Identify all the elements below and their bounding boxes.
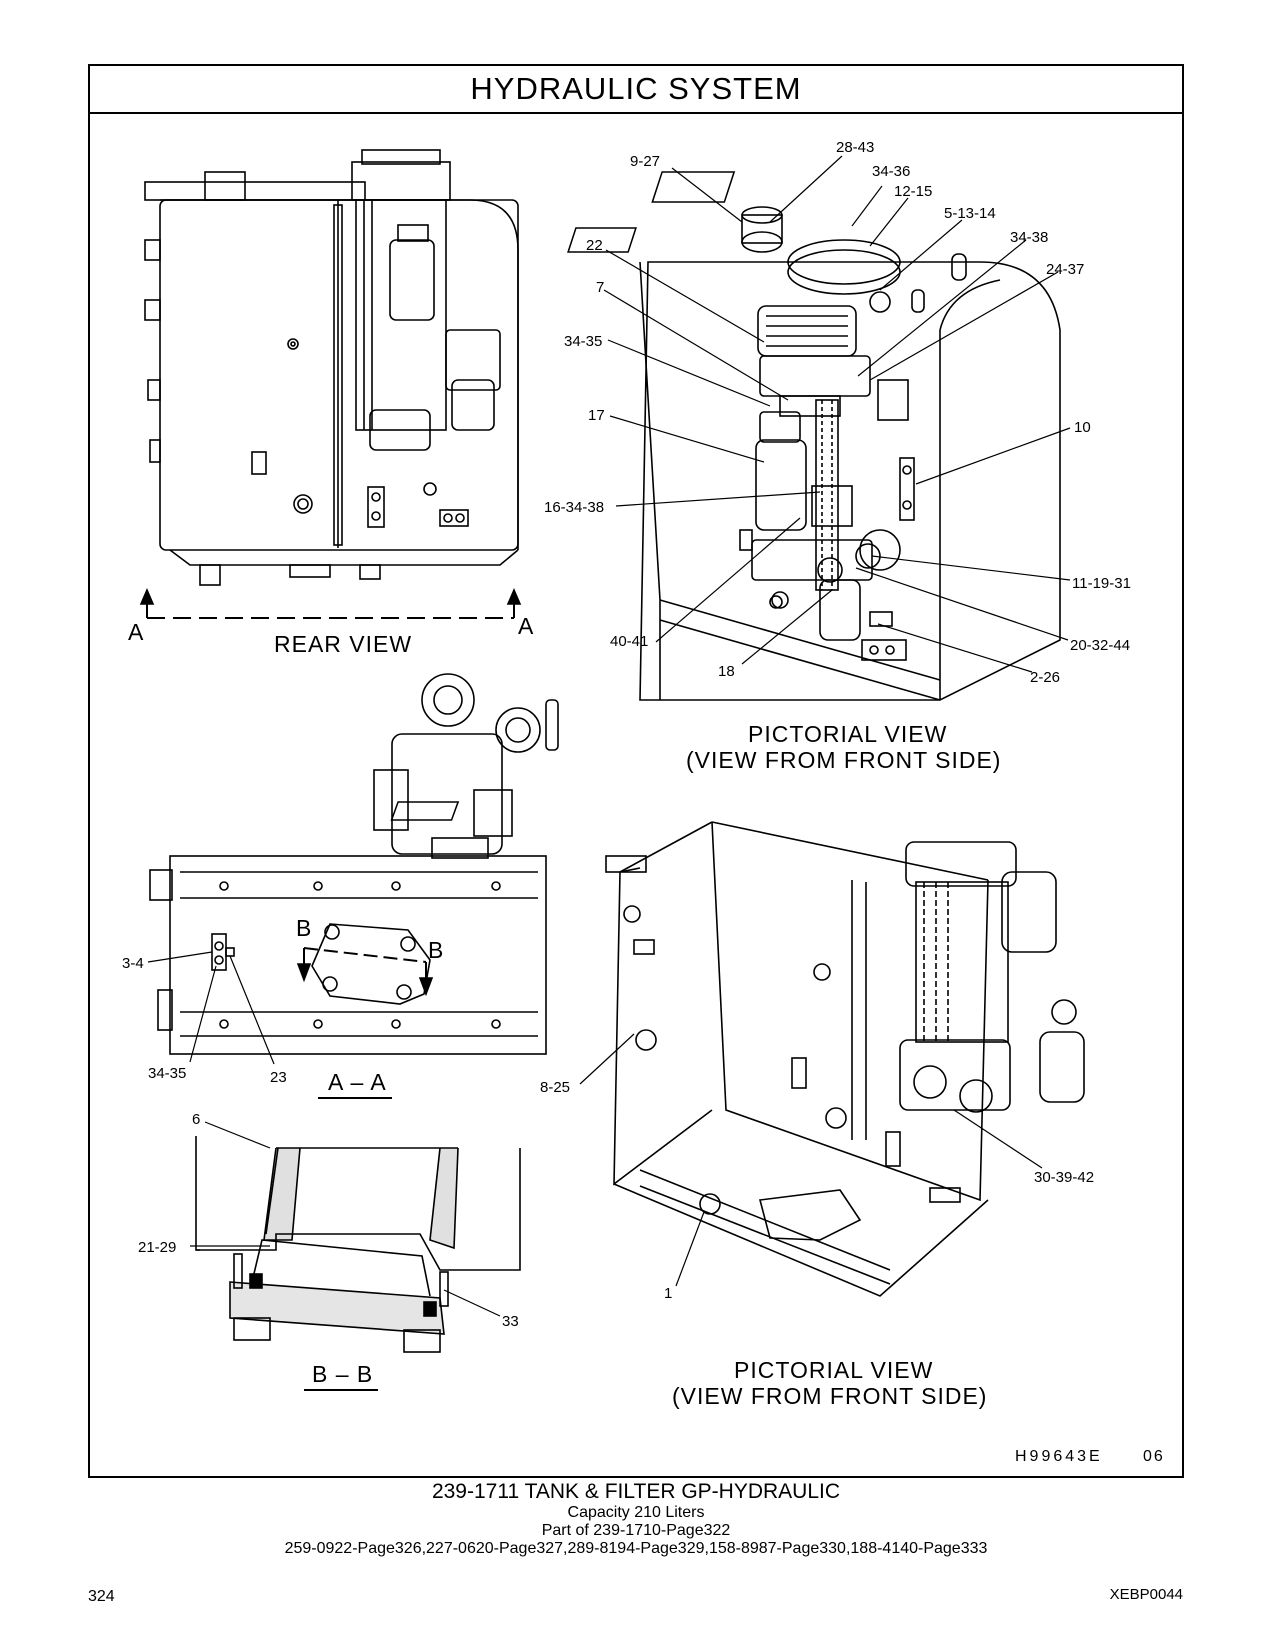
drawing-revision: 06 <box>1143 1448 1165 1465</box>
pictorial-bottom-caption-2: (VIEW FROM FRONT SIDE) <box>672 1383 987 1409</box>
drawing-id: H99643E <box>1015 1448 1103 1465</box>
callout-20-32-44: 20-32-44 <box>1070 637 1130 654</box>
caption-underlines <box>304 1097 392 1391</box>
callout-5-13-14: 5-13-14 <box>944 205 996 222</box>
rear-view-caption: REAR VIEW <box>274 631 412 657</box>
leader-lines <box>147 155 1071 1317</box>
section-bb-caption: B – B <box>312 1361 373 1387</box>
pictorial-view-top-drawing <box>567 171 1061 701</box>
caption-capacity: Capacity 210 Liters <box>567 1504 705 1521</box>
callout-9-27: 9-27 <box>630 153 660 170</box>
caption-references: 259-0922-Page326,227-0620-Page327,289-81… <box>284 1540 988 1557</box>
cutting-plane-b <box>296 947 434 997</box>
callout-24-37: 24-37 <box>1046 261 1084 278</box>
callout-1: 1 <box>664 1285 672 1302</box>
callout-40-41: 40-41 <box>610 633 648 650</box>
callout-12-15: 12-15 <box>894 183 932 200</box>
callout-17: 17 <box>588 407 605 424</box>
section-aa-drawing <box>149 673 559 1055</box>
pictorial-view-bottom-drawing <box>390 801 1085 1297</box>
callout-3-4: 3-4 <box>122 955 144 972</box>
caption-title: 239-1711 TANK & FILTER GP-HYDRAULIC <box>431 1480 841 1503</box>
cut-label-a-right: A <box>518 613 534 639</box>
callout-22: 22 <box>586 237 603 254</box>
callout-7: 7 <box>596 279 604 296</box>
callout-18: 18 <box>718 663 735 680</box>
callout-34-35-top: 34-35 <box>564 333 602 350</box>
caption-part-of: Part of 239-1710-Page322 <box>541 1522 731 1539</box>
page-title: HYDRAULIC SYSTEM <box>470 71 802 106</box>
callout-2-26: 2-26 <box>1030 669 1060 686</box>
callout-11-19-31: 11-19-31 <box>1072 575 1131 592</box>
callout-16-34-38: 16-34-38 <box>544 499 604 516</box>
callout-34-36: 34-36 <box>872 163 910 180</box>
callout-10: 10 <box>1074 419 1091 436</box>
callout-34-35-aa: 34-35 <box>148 1065 186 1082</box>
callout-8-25: 8-25 <box>540 1079 570 1096</box>
callout-30-39-42: 30-39-42 <box>1034 1169 1094 1186</box>
document-code: XEBP0044 <box>1109 1586 1183 1603</box>
pictorial-top-caption-1: PICTORIAL VIEW <box>748 721 947 747</box>
callout-28-43: 28-43 <box>836 139 874 156</box>
pictorial-top-caption-2: (VIEW FROM FRONT SIDE) <box>686 747 1001 773</box>
callout-23: 23 <box>270 1069 287 1086</box>
cut-label-a-left: A <box>128 619 144 645</box>
section-bb-drawing <box>195 1136 521 1353</box>
section-aa-caption: A – A <box>328 1069 387 1095</box>
callout-21-29: 21-29 <box>138 1239 176 1256</box>
figure-caption: 239-1711 TANK & FILTER GP-HYDRAULIC Capa… <box>88 1480 1184 1558</box>
callout-6: 6 <box>192 1111 200 1128</box>
callout-34-38: 34-38 <box>1010 229 1048 246</box>
page-number: 324 <box>88 1588 115 1605</box>
callout-33: 33 <box>502 1313 519 1330</box>
title-bar: HYDRAULIC SYSTEM <box>90 66 1182 114</box>
drawing-frame: HYDRAULIC SYSTEM <box>88 64 1184 1478</box>
cutting-plane-a <box>139 587 522 619</box>
pictorial-bottom-caption-1: PICTORIAL VIEW <box>734 1357 933 1383</box>
cut-label-b-right: B <box>428 937 444 963</box>
rear-view-drawing <box>144 149 519 586</box>
cut-label-b-left: B <box>296 915 312 941</box>
